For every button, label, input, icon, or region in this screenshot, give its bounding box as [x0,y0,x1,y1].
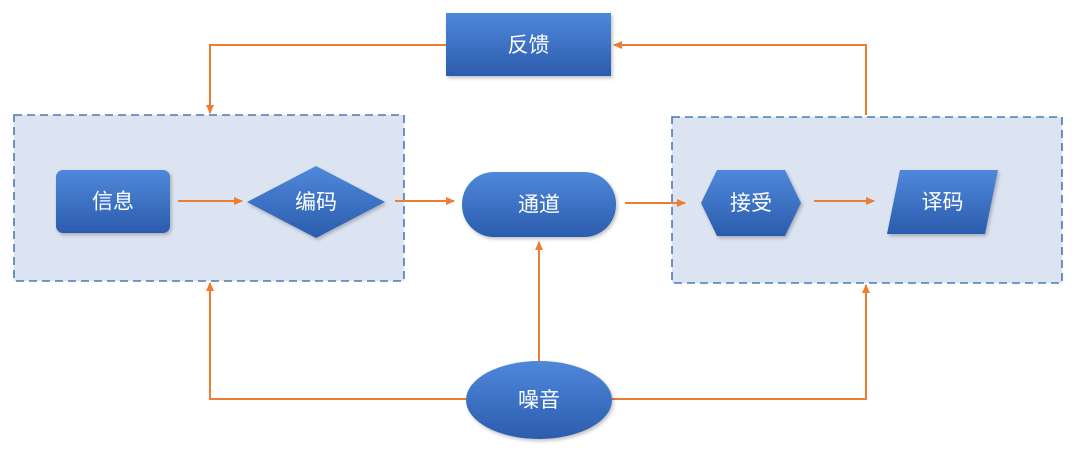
encode-node[interactable]: 编码 [247,166,385,238]
arrow-noise-to-sender [206,282,466,400]
info-node[interactable]: 信息 [56,170,170,233]
noise-label: 噪音 [518,388,560,412]
info-label: 信息 [92,190,134,214]
feedback-node[interactable]: 反馈 [446,13,611,76]
arrow-receiver-to-feedback [613,41,867,115]
feedback-label: 反馈 [508,33,550,57]
decode-node[interactable]: 译码 [887,170,998,234]
noise-node[interactable]: 噪音 [466,361,612,439]
arrow-noise-to-receiver [612,284,870,400]
encode-label: 编码 [295,190,337,214]
channel-label: 通道 [518,193,560,217]
channel-node[interactable]: 通道 [462,172,616,237]
receive-node[interactable]: 接受 [701,170,801,236]
arrow-feedback-to-sender [206,44,446,114]
decode-label: 译码 [922,190,964,214]
receive-label: 接受 [730,191,772,215]
